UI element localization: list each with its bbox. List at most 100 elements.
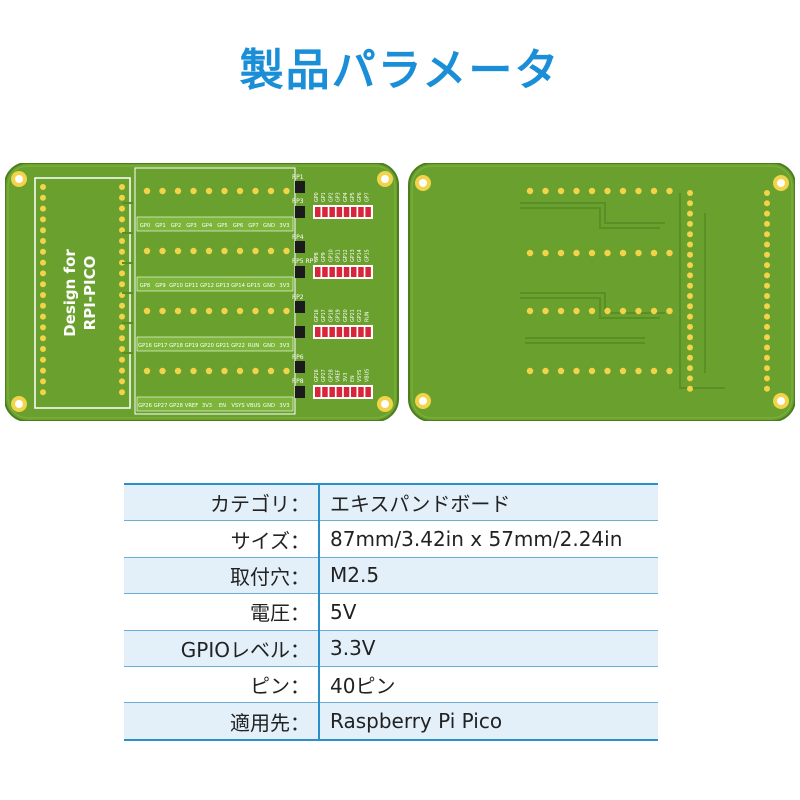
header-pad bbox=[221, 187, 228, 195]
back-pico-pad bbox=[764, 262, 770, 269]
pin-label: GP7 bbox=[248, 223, 258, 229]
header-pad bbox=[221, 367, 228, 375]
side-pin-label: GP7 bbox=[364, 192, 370, 202]
pin-label: GP15 bbox=[247, 283, 261, 289]
spec-row: ピン：40ピン bbox=[124, 665, 658, 703]
header-pad bbox=[252, 307, 259, 315]
spec-value: Raspberry Pi Pico bbox=[319, 702, 658, 740]
header-pad bbox=[143, 307, 151, 315]
resistor-label: RP3 bbox=[292, 198, 304, 205]
back-pico-pad bbox=[687, 241, 693, 248]
side-pin-label: VREF bbox=[336, 369, 342, 382]
pico-pad bbox=[119, 216, 125, 223]
side-pin-label: GP0 bbox=[314, 192, 320, 202]
spec-row: 取付穴：M2.5 bbox=[124, 556, 658, 594]
spec-key: 適用先： bbox=[124, 702, 320, 740]
back-pico-pad bbox=[687, 210, 693, 217]
spec-value: エキスパンドボード bbox=[319, 484, 658, 521]
header-pin bbox=[329, 387, 335, 397]
back-pico-pad bbox=[764, 303, 770, 310]
mounting-hole-icon bbox=[415, 175, 789, 409]
header-pin bbox=[329, 207, 335, 217]
header-pin bbox=[351, 387, 357, 397]
pin-label: GP13 bbox=[216, 283, 230, 289]
pico-pad bbox=[40, 216, 46, 223]
spec-value: 40ピン bbox=[319, 665, 658, 703]
design-for-label: Design for bbox=[61, 249, 79, 337]
pico-pad bbox=[40, 346, 46, 352]
header-pin bbox=[365, 327, 371, 337]
header-pad bbox=[283, 307, 290, 315]
side-pin-label: GP2 bbox=[328, 192, 334, 202]
pico-pad bbox=[40, 270, 46, 277]
side-pin-label: GP16 bbox=[314, 309, 320, 322]
resistor-label: RP5 RP7 bbox=[292, 258, 317, 265]
pin-label: EN bbox=[219, 403, 226, 409]
back-pad bbox=[650, 249, 658, 257]
header-pad bbox=[236, 247, 244, 255]
back-pad bbox=[588, 249, 596, 257]
header-pad bbox=[159, 187, 166, 195]
header-pad bbox=[190, 247, 197, 255]
header-pin bbox=[336, 387, 343, 397]
pico-pad bbox=[40, 389, 46, 396]
back-pico-pad bbox=[687, 190, 693, 196]
back-pad bbox=[526, 187, 534, 195]
header-pad bbox=[205, 307, 213, 315]
back-pad bbox=[635, 367, 642, 375]
side-pin-label: GP27 bbox=[321, 369, 327, 382]
side-pin-label: GP26 bbox=[314, 369, 320, 382]
back-pico-pad bbox=[687, 231, 693, 238]
back-pico-pad bbox=[687, 272, 693, 279]
pin-label: GP28 bbox=[169, 403, 183, 409]
back-pico-pad bbox=[764, 251, 770, 258]
back-pico-pad bbox=[687, 365, 693, 372]
pin-label: GP12 bbox=[200, 283, 214, 289]
header-pad bbox=[190, 307, 197, 315]
back-pico-pad bbox=[687, 303, 693, 310]
side-pin-label: GP12 bbox=[343, 249, 349, 262]
pin-label: VREF bbox=[185, 403, 198, 409]
spec-value: 5V bbox=[319, 593, 658, 631]
side-pin-label: GP13 bbox=[350, 249, 356, 262]
spec-key: 電圧： bbox=[124, 593, 320, 631]
header-pad bbox=[267, 307, 275, 315]
header-pin bbox=[315, 387, 321, 397]
side-pin-label: GP14 bbox=[357, 249, 363, 262]
pico-pad bbox=[40, 205, 46, 212]
resistor-label: RP2 bbox=[292, 294, 304, 301]
header-pin bbox=[329, 327, 335, 337]
back-pico-pad bbox=[764, 385, 770, 392]
back-pico-pad bbox=[764, 375, 770, 382]
spec-row: カテゴリ：エキスパンドボード bbox=[124, 484, 658, 521]
side-pin-label: GP28 bbox=[328, 369, 334, 382]
side-pin-label: RUN bbox=[364, 311, 370, 322]
pico-pad bbox=[40, 259, 46, 266]
pico-pad bbox=[40, 378, 46, 385]
back-pad bbox=[619, 307, 627, 315]
back-pico-pad bbox=[687, 375, 693, 382]
header-pin bbox=[351, 267, 357, 277]
pin-label: GND bbox=[263, 403, 275, 409]
back-pad bbox=[542, 367, 549, 375]
back-pad bbox=[650, 367, 658, 375]
pin-label: GP26 bbox=[138, 403, 152, 409]
back-pad bbox=[573, 249, 580, 257]
pin-label: GP6 bbox=[233, 223, 243, 229]
back-pad bbox=[542, 307, 549, 315]
header-pad bbox=[267, 247, 275, 255]
back-pico-pad bbox=[687, 220, 693, 227]
back-pico-pad bbox=[764, 200, 770, 207]
back-pad bbox=[635, 307, 642, 315]
header-pin bbox=[358, 327, 364, 337]
back-pico-pad bbox=[764, 313, 770, 320]
pin-label: GP11 bbox=[185, 283, 199, 289]
spec-key: カテゴリ： bbox=[124, 484, 320, 521]
header-pin bbox=[322, 327, 328, 337]
header-pad bbox=[174, 307, 182, 315]
pin-label: VSYS bbox=[231, 403, 244, 409]
pico-pad bbox=[119, 281, 125, 288]
header-pin bbox=[343, 327, 350, 337]
pin-label: GP10 bbox=[169, 283, 183, 289]
side-pin-label: GP4 bbox=[343, 192, 349, 202]
